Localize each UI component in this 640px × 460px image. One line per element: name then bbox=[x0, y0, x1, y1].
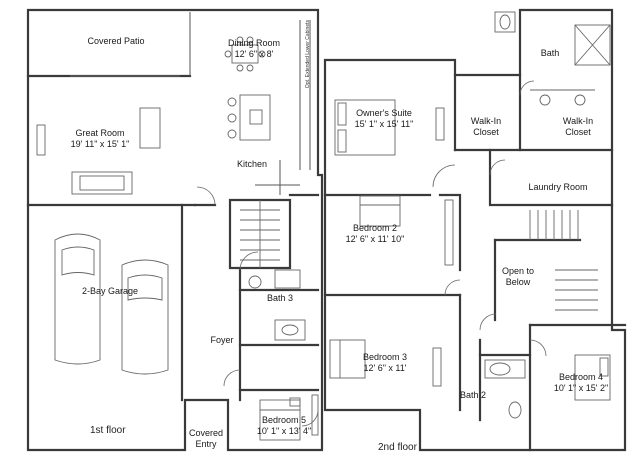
room-dimensions: 15' 1" x 15' 11" bbox=[354, 119, 414, 129]
first-floor-fixtures bbox=[36, 36, 319, 441]
room-name: Bedroom 5 bbox=[261, 415, 307, 425]
room-name: Bedroom 3 bbox=[362, 352, 408, 362]
room-dimensions: 12' 6" x 11' bbox=[363, 363, 407, 373]
room-label-bath-3: Bath 3 bbox=[267, 293, 293, 304]
room-name: Bedroom 4 bbox=[558, 372, 604, 382]
room-name: Walk-In Closet bbox=[470, 116, 502, 137]
room-label-covered-patio: Covered Patio bbox=[87, 36, 144, 47]
first-floor-walls bbox=[26, 8, 324, 452]
first-floor-caption: 1st floor bbox=[90, 425, 126, 436]
cabinets-note: Opt. Extended Lower Cabinets bbox=[305, 20, 313, 88]
first-floor-doors bbox=[196, 186, 319, 427]
room-label-bedroom-2: Bedroom 2 12' 6" x 11' 10" bbox=[346, 223, 405, 245]
room-label-foyer: Foyer bbox=[210, 335, 233, 346]
room-dimensions: 10' 1" x 15' 2" bbox=[553, 383, 609, 393]
room-label-bath: Bath bbox=[541, 48, 560, 59]
room-label-bedroom-4: Bedroom 4 10' 1" x 15' 2" bbox=[554, 372, 608, 394]
second-floor-fixtures bbox=[329, 11, 611, 419]
second-floor-walls bbox=[323, 8, 627, 452]
room-label-great-room: Great Room 19' 11" x 15' 1" bbox=[71, 128, 130, 150]
room-name: Bath bbox=[540, 48, 560, 58]
room-label-garage: 2-Bay Garage bbox=[82, 286, 138, 297]
room-label-owners-suite: Owner's Suite 15' 1" x 15' 11" bbox=[355, 108, 414, 130]
room-label-bath-2: Bath 2 bbox=[460, 390, 486, 401]
room-label-covered-entry: Covered Entry bbox=[184, 428, 228, 450]
room-name: Walk-In Closet bbox=[562, 116, 594, 137]
room-label-open-to-below: Open to Below bbox=[497, 266, 539, 288]
room-label-laundry: Laundry Room bbox=[528, 182, 587, 193]
note-text: Opt. Extended Lower Cabinets bbox=[305, 20, 311, 89]
room-label-walk-in-closet-2: Walk-In Closet bbox=[558, 116, 598, 138]
room-dimensions: 10' 1" x 13' 4" bbox=[256, 426, 312, 436]
room-name: Great Room bbox=[75, 128, 125, 138]
room-label-dining-room: Dining Room 12' 6" x 8' bbox=[228, 38, 280, 60]
room-name: Bath 3 bbox=[266, 293, 294, 303]
second-floor-doors bbox=[432, 80, 547, 357]
room-name: Kitchen bbox=[236, 159, 268, 169]
room-name: Open to Below bbox=[501, 266, 535, 287]
room-label-bedroom-3: Bedroom 3 12' 6" x 11' bbox=[363, 352, 407, 374]
room-dimensions: 19' 11" x 15' 1" bbox=[70, 139, 130, 149]
room-name: Laundry Room bbox=[528, 182, 588, 192]
room-name: Bath 2 bbox=[459, 390, 487, 400]
second-floor-caption: 2nd floor bbox=[378, 442, 417, 453]
room-name: Covered Patio bbox=[87, 36, 145, 46]
room-name: Dining Room bbox=[227, 38, 281, 48]
room-label-bedroom-5: Bedroom 5 10' 1" x 13' 4" bbox=[257, 415, 311, 437]
room-name: Foyer bbox=[210, 335, 234, 345]
room-name: Owner's Suite bbox=[356, 108, 412, 118]
room-label-kitchen: Kitchen bbox=[237, 159, 267, 170]
room-name: Covered Entry bbox=[188, 428, 224, 449]
room-label-walk-in-closet-1: Walk-In Closet bbox=[466, 116, 506, 138]
room-dimensions: 12' 6" x 11' 10" bbox=[345, 234, 405, 244]
room-name: Bedroom 2 bbox=[352, 223, 398, 233]
room-name: 2-Bay Garage bbox=[81, 286, 139, 296]
room-dimensions: 12' 6" x 8' bbox=[234, 49, 274, 59]
